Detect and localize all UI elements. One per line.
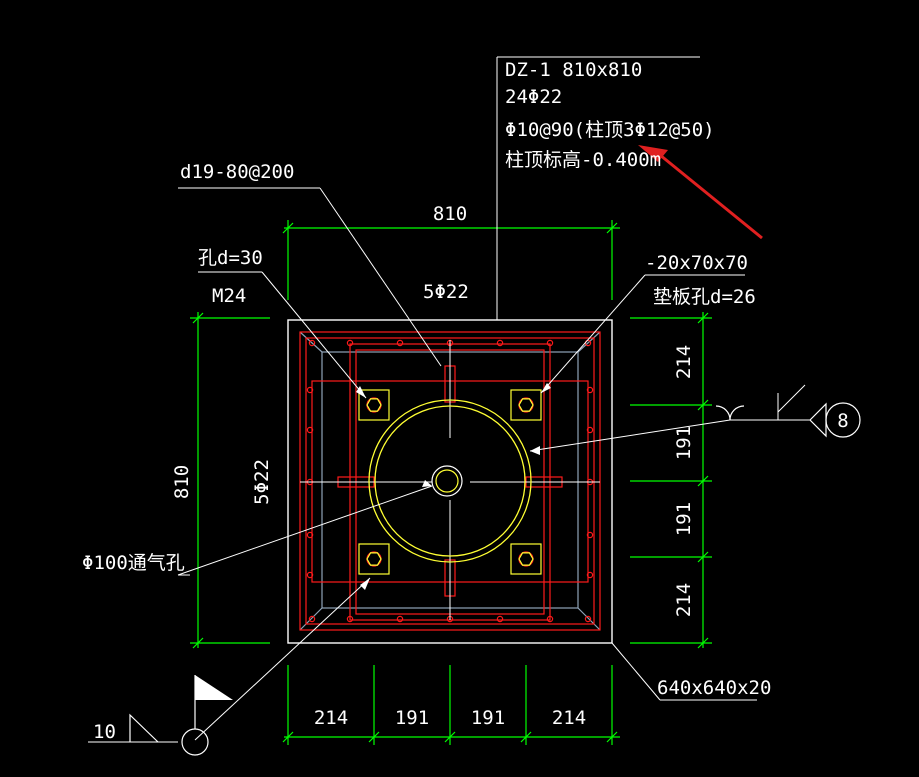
rebar-dot (584, 615, 592, 623)
rebar-dot (308, 615, 316, 623)
rebar-dot (496, 339, 504, 347)
rebar-dot (396, 615, 404, 623)
rebar-dot (496, 615, 504, 623)
rebar-dot (546, 615, 554, 623)
washer-hole-label: 垫板孔d=26 (653, 286, 756, 308)
dim-bottom-1: 214 (314, 707, 348, 729)
dimension-lines (190, 220, 712, 745)
rebar-dot (586, 571, 594, 579)
rebar-dot (306, 531, 314, 539)
anchor-ring (368, 399, 532, 563)
vent-hole (431, 465, 463, 497)
leader-lines (88, 56, 810, 743)
dim-right-3: 191 (673, 502, 695, 536)
base-plate-label: 640x640x20 (657, 677, 771, 699)
axis-balloon (809, 402, 861, 438)
column-note-line1: DZ-1 810x810 (505, 59, 642, 81)
axis-number: 8 (837, 410, 848, 432)
column-note-line4: 柱顶标高-0.400m (505, 149, 661, 171)
dim-right-1: 214 (673, 345, 695, 379)
vent-label: Φ100通气孔 (82, 552, 185, 574)
rebar-dot (308, 339, 316, 347)
column-note-line3: Φ10@90(柱顶3Φ12@50) (505, 119, 715, 141)
column-note-line2: 24Φ22 (505, 86, 562, 108)
left-rebar-label: 5Φ22 (251, 459, 273, 505)
dim-bottom-2: 191 (395, 707, 429, 729)
anchor-bolts (358, 389, 542, 575)
top-rebar-label: 5Φ22 (423, 281, 469, 303)
dim-right-4: 214 (673, 583, 695, 617)
rebar-dot (546, 339, 554, 347)
hole-label: 孔d=30 (198, 247, 263, 269)
red-arrow-icon (638, 145, 763, 240)
washer-label: -20x70x70 (645, 252, 748, 274)
rebar-dot (306, 386, 314, 394)
rebar-dot (346, 339, 354, 347)
rebar-dot (586, 531, 594, 539)
weld-flag-icon (195, 675, 233, 700)
weld-symbol (129, 405, 745, 756)
dim-left-total: 810 (171, 465, 193, 499)
base-plate-outline (287, 319, 613, 644)
dim-top-total: 810 (433, 203, 467, 225)
rebar-dot (586, 426, 594, 434)
rebar-dot (346, 615, 354, 623)
bolt-label: M24 (212, 285, 246, 307)
center-lines (300, 340, 600, 620)
dim-right-2: 191 (673, 426, 695, 460)
rebar-dot (306, 571, 314, 579)
weld-size-label: 10 (93, 721, 116, 743)
dim-bottom-3: 191 (471, 707, 505, 729)
dim-bottom-4: 214 (552, 707, 586, 729)
rebar-dot (586, 386, 594, 394)
stud-label: d19-80@200 (180, 161, 294, 183)
rebar-dot (306, 426, 314, 434)
rebar-dot (396, 339, 404, 347)
